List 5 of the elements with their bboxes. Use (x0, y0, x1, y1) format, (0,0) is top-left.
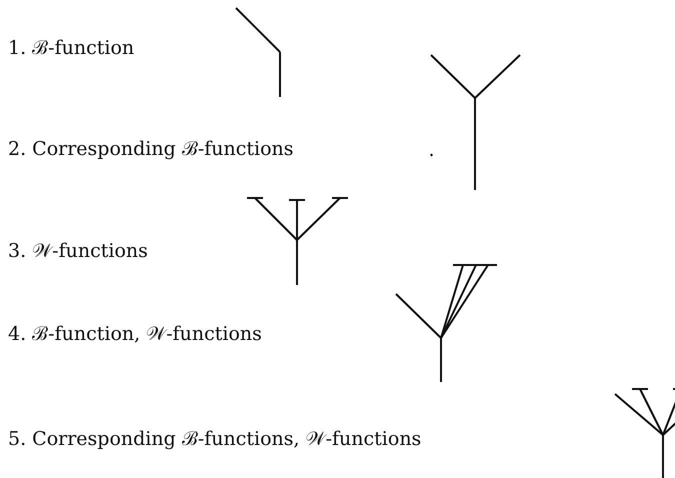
list-item-text: 1. ℬ-function (8, 36, 134, 60)
list-item-text: 5. Corresponding ℬ-functions, 𝒲-functions (8, 427, 422, 451)
list-item-text: 2. Corresponding ℬ-functions (8, 137, 294, 161)
list-item-text: 4. ℬ-function, 𝒲-functions (8, 322, 262, 346)
list-item-text: 3. 𝒲-functions (8, 240, 148, 262)
